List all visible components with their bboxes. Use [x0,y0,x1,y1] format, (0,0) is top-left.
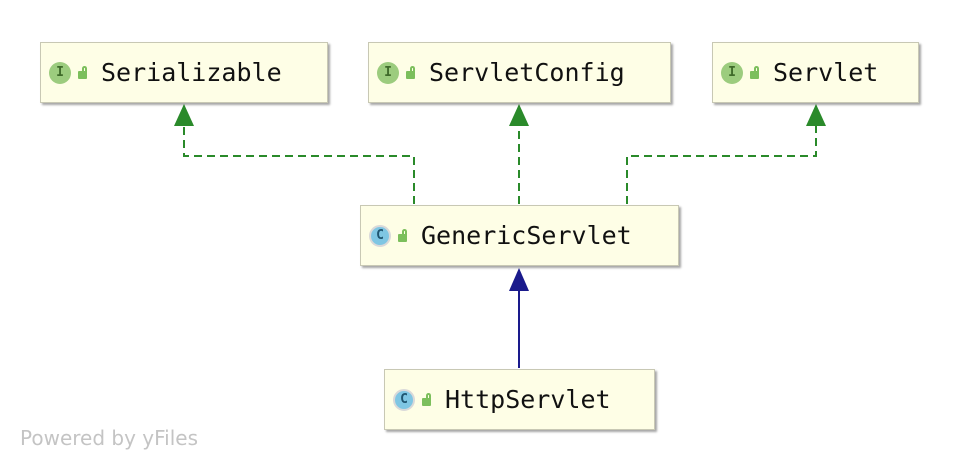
interface-icon: I [377,61,399,84]
edge-httpservlet-extends-genericservlet [509,268,529,368]
node-label-serializable: Serializable [101,58,282,87]
interface-icon: I [49,61,71,84]
node-genericservlet[interactable]: C GenericServlet [360,205,679,266]
lock-icon [750,66,761,79]
node-label-genericservlet: GenericServlet [421,221,632,250]
edge-genericservlet-implements-servlet [626,104,826,204]
node-httpservlet[interactable]: C HttpServlet [384,369,655,430]
lock-icon [406,66,417,79]
lock-icon [78,66,89,79]
node-label-servlet: Servlet [773,58,879,87]
edge-genericservlet-implements-servletconfig [509,104,529,204]
edge-genericservlet-implements-serializable [174,104,415,204]
class-icon: C [393,388,415,411]
node-servlet[interactable]: I Servlet [712,42,919,103]
node-label-servletconfig: ServletConfig [429,58,625,87]
watermark: Powered by yFiles [20,426,198,450]
class-icon: C [369,224,391,247]
node-serializable[interactable]: I Serializable [40,42,328,103]
node-servletconfig[interactable]: I ServletConfig [368,42,671,103]
lock-icon [422,393,433,406]
node-label-httpservlet: HttpServlet [445,385,611,414]
lock-icon [398,229,409,242]
interface-icon: I [721,61,743,84]
